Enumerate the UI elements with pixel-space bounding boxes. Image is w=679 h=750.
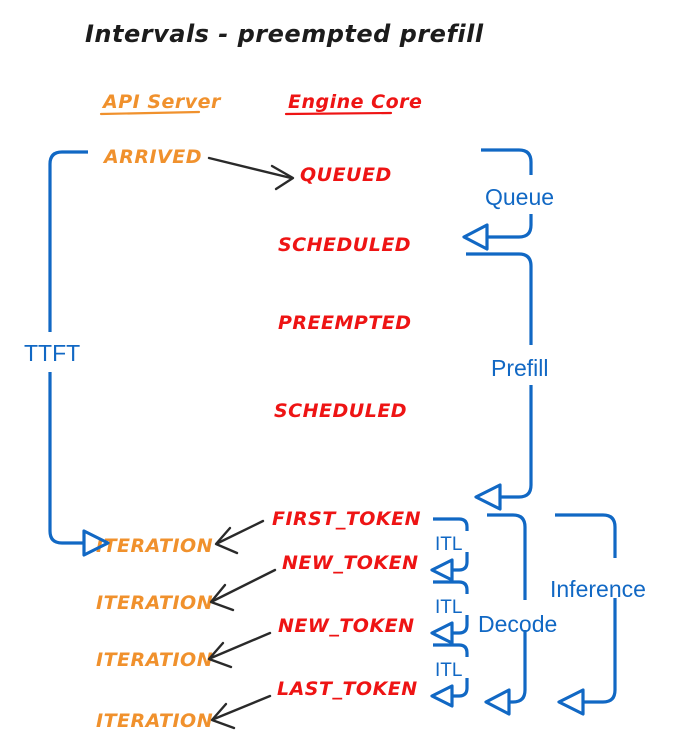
interval-bracket-decode xyxy=(484,513,527,716)
arrow-new-token-2-to-iteration-3 xyxy=(207,631,272,669)
interval-label-itl-3: ITL xyxy=(435,660,462,681)
engine-core-underline xyxy=(284,111,393,116)
interval-bracket-queue xyxy=(462,148,533,251)
event-scheduled-1: SCHEDULED xyxy=(278,234,411,256)
page-title: Intervals - preempted prefill xyxy=(85,20,484,48)
interval-label-itl-1: ITL xyxy=(435,534,462,555)
event-iteration-3: ITERATION xyxy=(96,649,213,671)
arrow-arrived-to-queued xyxy=(207,156,295,191)
arrow-new-token-1-to-iteration-2 xyxy=(209,568,277,612)
arrow-first-token-to-iteration-1 xyxy=(214,519,265,555)
event-new-token-2: NEW_TOKEN xyxy=(278,615,415,637)
interval-label-inference: Inference xyxy=(550,576,646,602)
column-header-api-server: API Server xyxy=(101,91,222,113)
interval-label-decode: Decode xyxy=(478,611,557,637)
event-iteration-4: ITERATION xyxy=(96,710,213,732)
interval-bracket-itl-3 xyxy=(430,643,469,708)
event-new-token-1: NEW_TOKEN xyxy=(282,552,419,574)
event-preempted: PREEMPTED xyxy=(278,312,412,334)
event-last-token: LAST_TOKEN xyxy=(277,678,418,700)
arrow-last-token-to-iteration-4 xyxy=(210,694,272,730)
event-queued: QUEUED xyxy=(300,164,392,186)
event-arrived: ARRIVED xyxy=(102,146,202,168)
event-first-token: FIRST_TOKEN xyxy=(272,508,421,530)
event-iteration-1: ITERATION xyxy=(96,535,213,557)
api-server-underline xyxy=(99,110,201,116)
interval-label-ttft: TTFT xyxy=(24,340,80,366)
interval-bracket-itl-2 xyxy=(430,580,469,645)
event-scheduled-2: SCHEDULED xyxy=(274,400,407,422)
interval-label-queue: Queue xyxy=(485,184,554,210)
interval-label-itl-2: ITL xyxy=(435,597,462,618)
interval-label-prefill: Prefill xyxy=(491,355,549,381)
column-header-engine-core: Engine Core xyxy=(288,91,422,113)
interval-bracket-itl-1 xyxy=(430,517,469,582)
interval-bracket-prefill xyxy=(466,252,533,511)
event-iteration-2: ITERATION xyxy=(96,592,213,614)
interval-bracket-ttft xyxy=(48,150,110,557)
interval-bracket-inference xyxy=(555,513,617,716)
